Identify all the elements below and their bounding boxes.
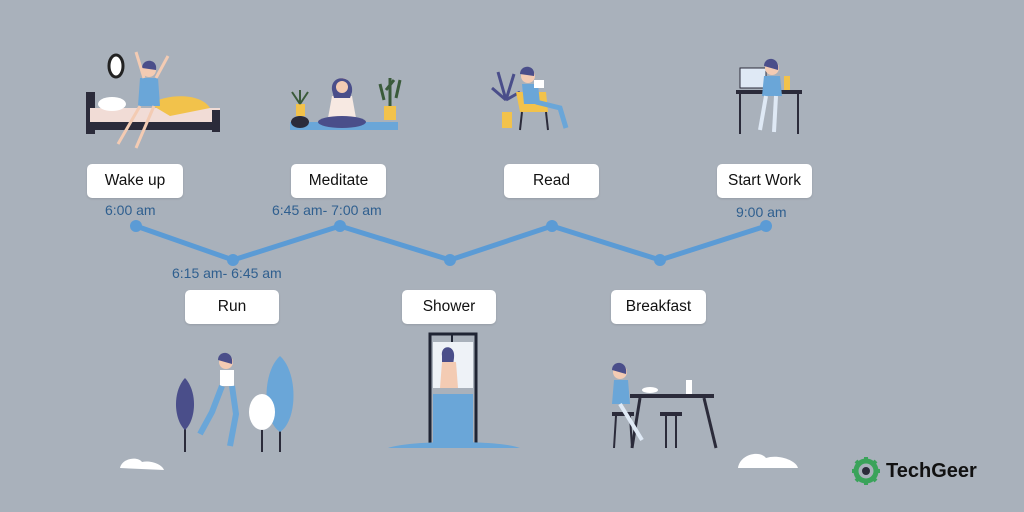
timeline-node-meditate: [334, 220, 346, 232]
brand-name-part1: Tech: [886, 459, 932, 482]
step-time-meditate: 6:45 am- 7:00 am: [272, 202, 382, 218]
start-work-illustration: [736, 58, 802, 134]
timeline-nodes: [130, 220, 772, 266]
step-label-run: Run: [185, 290, 279, 324]
breakfast-illustration: [612, 362, 798, 468]
wall-clock-icon: [107, 53, 125, 79]
timeline-node-breakfast: [654, 254, 666, 266]
brand-name: TechGeer: [886, 460, 977, 483]
step-label-wake-up: Wake up: [87, 164, 183, 198]
step-label-shower: Shower: [402, 290, 496, 324]
step-label-meditate: Meditate: [291, 164, 386, 198]
timeline-node-wake-up: [130, 220, 142, 232]
run-illustration: [120, 352, 294, 470]
timeline-node-shower: [444, 254, 456, 266]
wake-up-illustration: [86, 51, 220, 149]
step-label-read: Read: [504, 164, 599, 198]
shower-illustration: [388, 332, 520, 448]
brand-logo: TechGeer: [852, 455, 977, 487]
gear-icon: [852, 457, 880, 485]
read-illustration: [491, 66, 569, 131]
step-label-start-work: Start Work: [717, 164, 812, 198]
brand-name-part2: Geer: [931, 459, 977, 482]
timeline-node-run: [227, 254, 239, 266]
meditate-illustration: [290, 78, 402, 130]
step-time-wake-up: 6:00 am: [105, 202, 156, 218]
timeline-node-start-work: [760, 220, 772, 232]
timeline-node-read: [546, 220, 558, 232]
step-time-start-work: 9:00 am: [736, 204, 787, 220]
step-label-breakfast: Breakfast: [611, 290, 706, 324]
step-time-run: 6:15 am- 6:45 am: [172, 265, 282, 281]
